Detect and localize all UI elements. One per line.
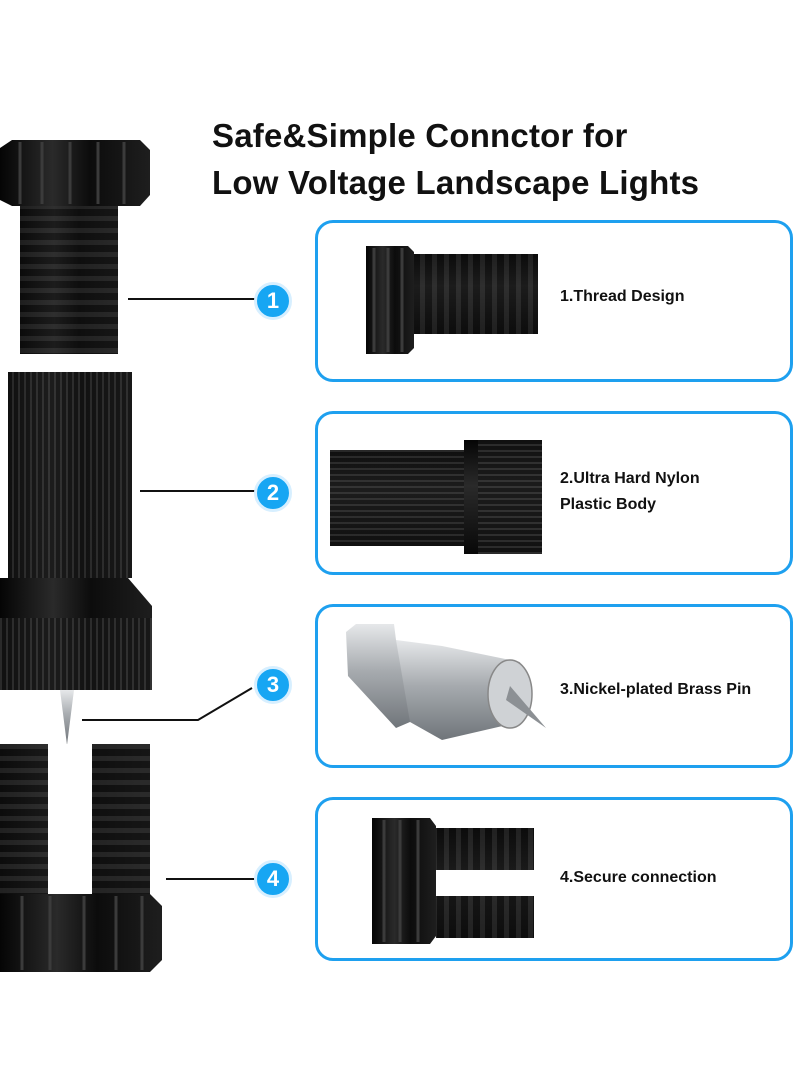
feature-label-2-line-2: Plastic Body — [560, 496, 657, 513]
leader-line-1 — [128, 298, 256, 300]
feature-badge-4: 4 — [254, 860, 292, 898]
feature-label-2: 2.Ultra Hard Nylon Plastic Body — [560, 466, 700, 518]
feature-label-2-line-1: 2.Ultra Hard Nylon — [560, 470, 700, 487]
secure-connection-icon — [372, 818, 534, 944]
page-title: Safe&Simple Connctor for Low Voltage Lan… — [212, 112, 792, 206]
feature-badge-1: 1 — [254, 282, 292, 320]
brass-pin-icon — [346, 624, 546, 740]
feature-label-3: 3.Nickel-plated Brass Pin — [560, 681, 752, 698]
feature-badge-2: 2 — [254, 474, 292, 512]
nylon-body-icon — [330, 440, 542, 554]
title-line-2: Low Voltage Landscape Lights — [212, 164, 700, 201]
feature-badge-3: 3 — [254, 666, 292, 704]
leader-line-4 — [166, 878, 256, 880]
leader-line-2 — [140, 490, 256, 492]
thread-design-icon — [366, 246, 538, 354]
feature-label-1: 1.Thread Design — [560, 288, 685, 305]
feature-label-4: 4.Secure connection — [560, 869, 717, 886]
title-line-1: Safe&Simple Connctor for — [212, 117, 628, 154]
